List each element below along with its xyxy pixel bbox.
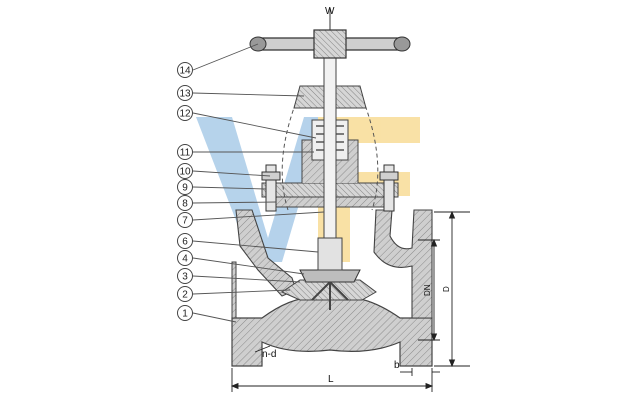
bolt-left — [265, 164, 277, 212]
callout-number-9: 9 — [182, 183, 188, 194]
callout-number-10: 10 — [179, 167, 191, 178]
stem-coupling — [317, 237, 343, 271]
disc — [299, 269, 361, 283]
callout-circle-2 — [177, 286, 193, 302]
watermark-v — [196, 117, 318, 262]
handwheel-width-label: W — [325, 6, 335, 17]
nominal-diameter-label: DN — [423, 284, 432, 296]
callout-circle-3 — [177, 268, 193, 284]
callout-circle-10 — [177, 163, 193, 179]
callout-number-2: 2 — [182, 290, 188, 301]
callout-circle-14 — [177, 62, 193, 78]
callout-number-3: 3 — [182, 272, 188, 283]
callout-number-6: 6 — [182, 237, 188, 248]
callout-circle-1 — [177, 305, 193, 321]
handwheel — [249, 8, 411, 59]
bolt-holes-label: n-d — [262, 349, 276, 360]
callout-number-1: 1 — [182, 309, 188, 320]
stem — [317, 29, 343, 271]
yoke-outline — [281, 91, 379, 211]
valve-body — [231, 209, 433, 367]
callout-number-13: 13 — [179, 89, 191, 100]
callout-circle-4 — [177, 250, 193, 266]
callout-circle-7 — [177, 212, 193, 228]
callout-number-4: 4 — [182, 254, 188, 265]
length-label: L — [328, 374, 334, 385]
dimensions — [230, 210, 470, 392]
flange-diameter-label: D — [442, 286, 451, 292]
callout-number-12: 12 — [179, 109, 191, 120]
callout-circle-12 — [177, 105, 193, 121]
callout-circle-11 — [177, 144, 193, 160]
callout-circle-13 — [177, 85, 193, 101]
callout-circle-6 — [177, 233, 193, 249]
bolt-right — [383, 164, 395, 212]
callout-number-14: 14 — [179, 66, 191, 77]
callout-number-11: 11 — [180, 148, 191, 159]
callout-circle-8 — [177, 195, 193, 211]
leader-lines — [192, 43, 325, 323]
flange-thickness-label: b — [394, 360, 400, 371]
body-right-wall — [373, 209, 433, 319]
callout-number-8: 8 — [182, 199, 188, 210]
callouts: 14 13 12 11 10 9 8 7 6 4 3 2 1 — [177, 62, 193, 321]
callout-circle-9 — [177, 179, 193, 195]
callout-number-7: 7 — [182, 216, 188, 227]
handwheel-hub — [313, 29, 347, 59]
